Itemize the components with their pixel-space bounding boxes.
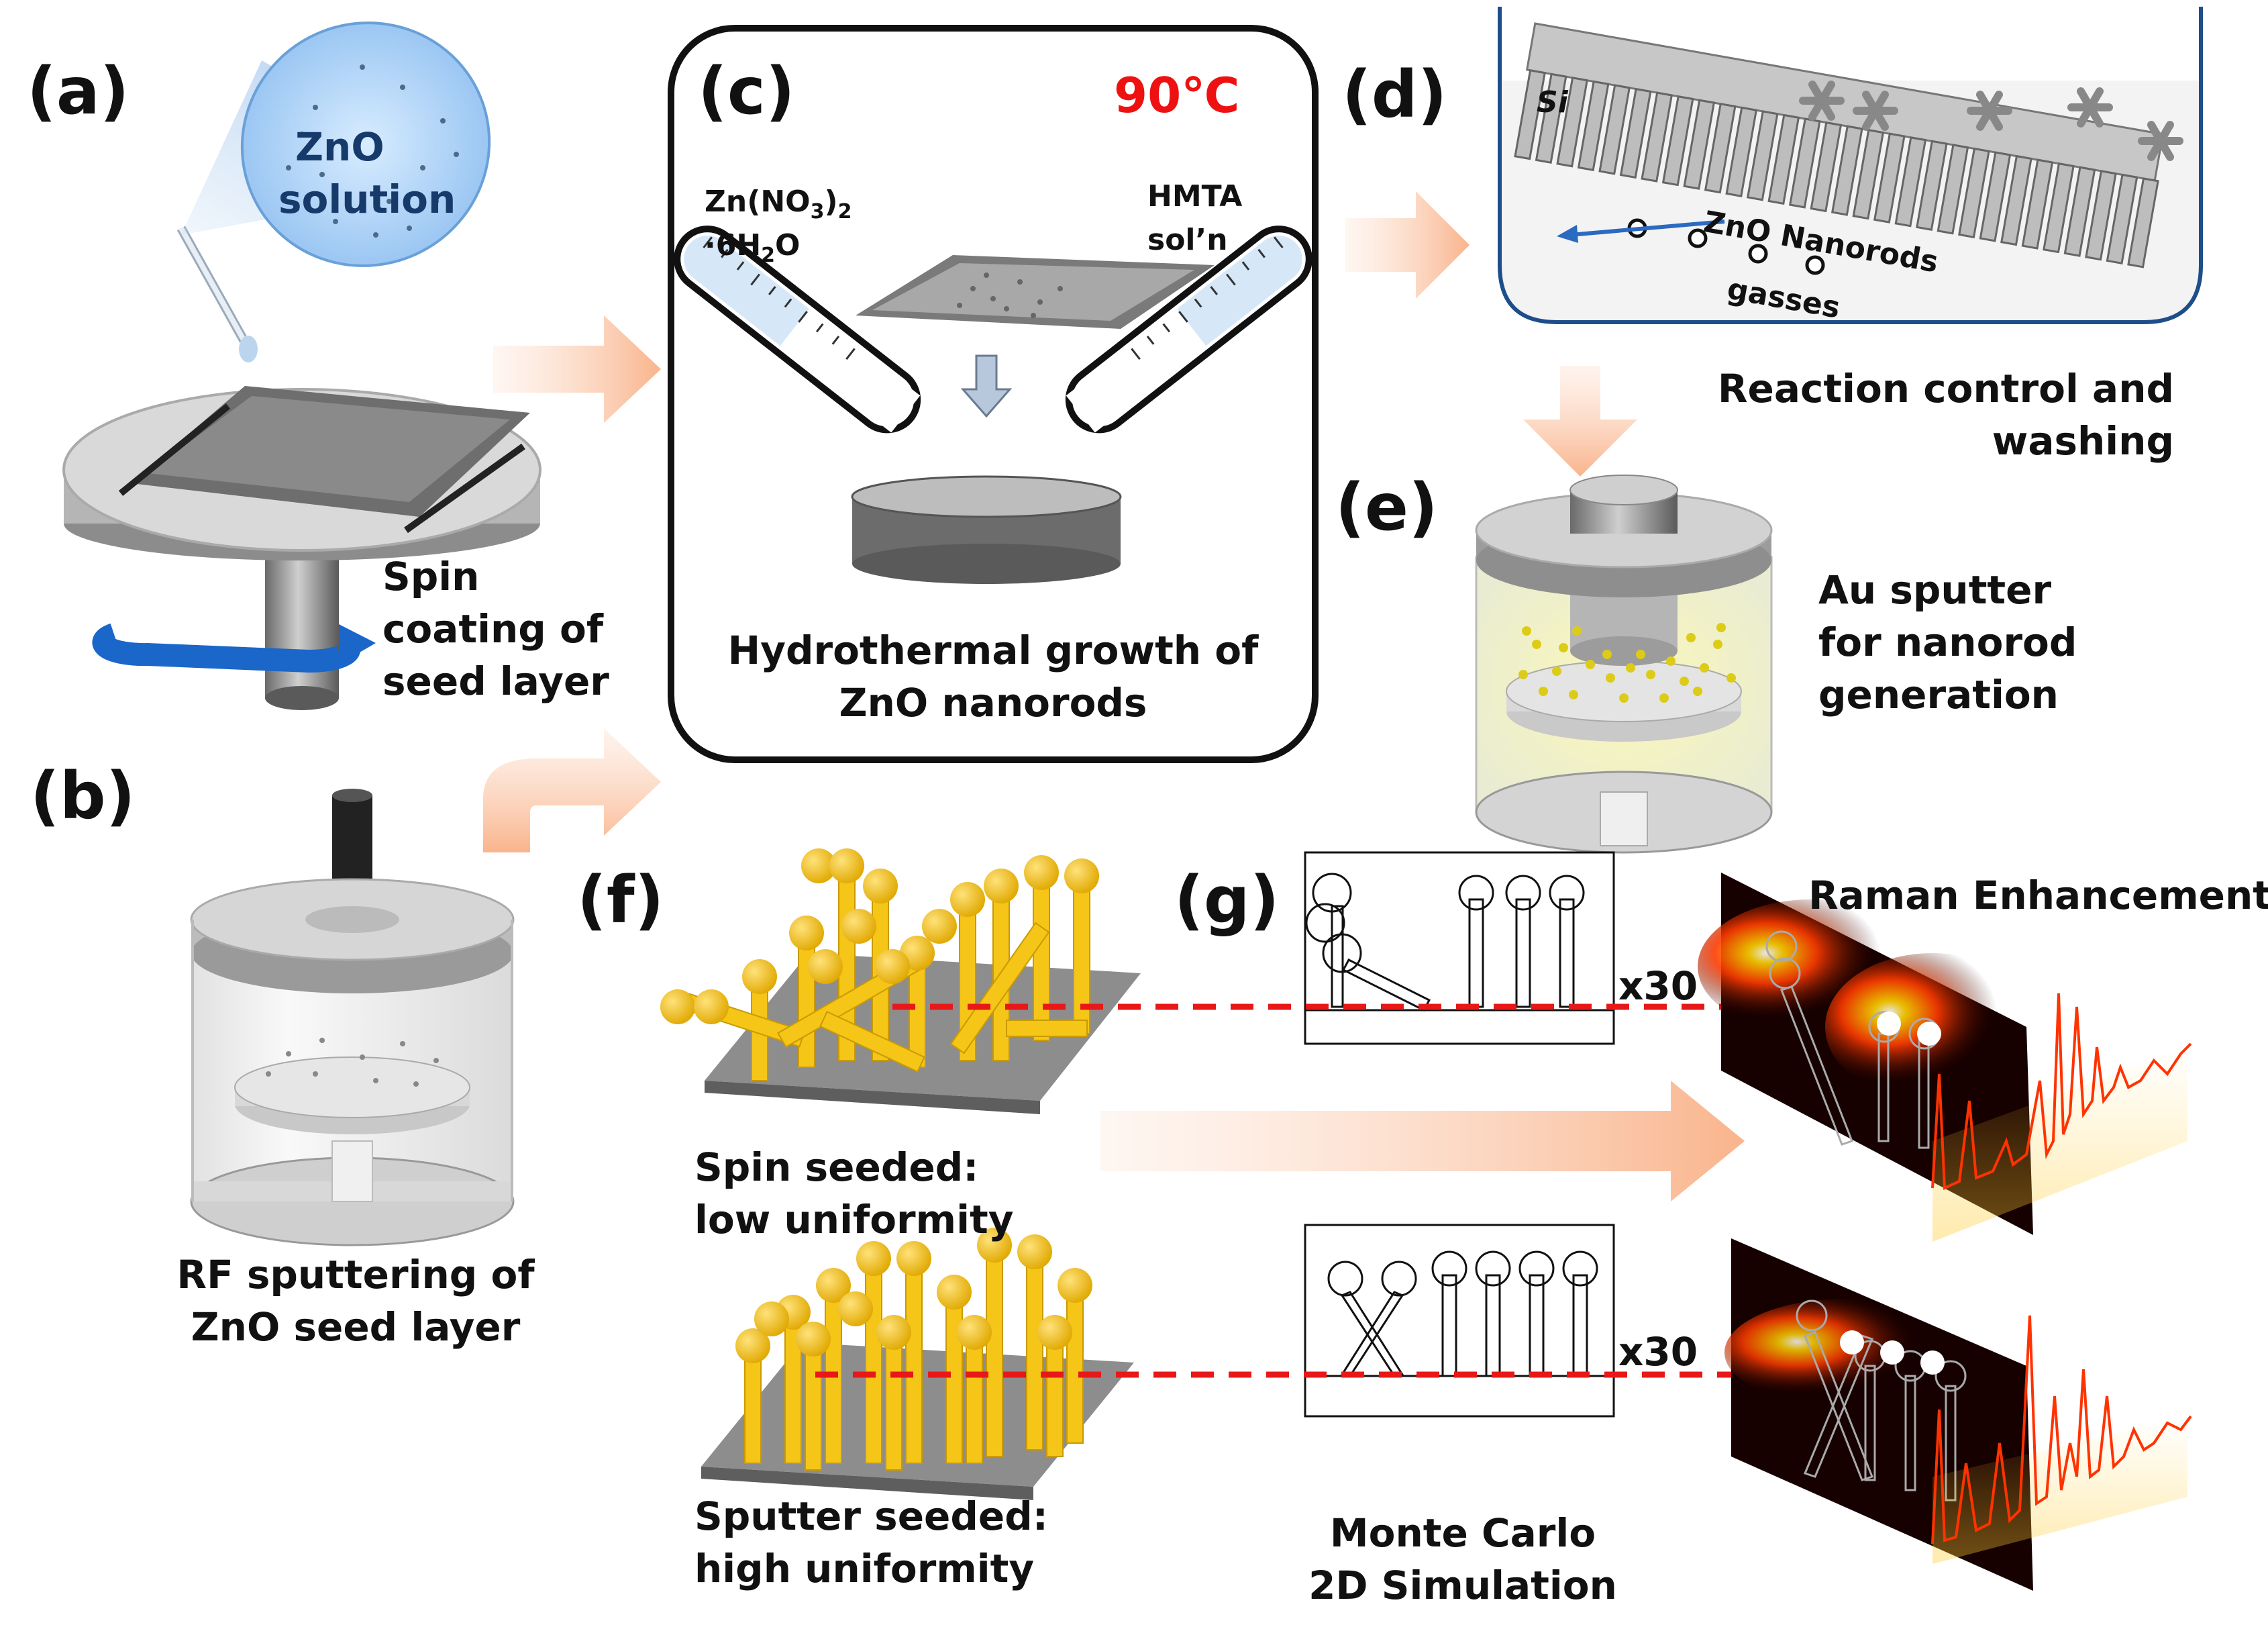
sputter-seeded-line2: high uniformity (694, 1546, 1035, 1591)
a-caption-line2: coating of (382, 606, 604, 652)
gold-caps (660, 848, 1099, 1024)
raman-spectrum-top (1931, 993, 2192, 1242)
hydrothermal-box (668, 25, 1319, 763)
arrow-d-to-e (1523, 366, 1637, 477)
gold-particles (1518, 623, 1736, 703)
hexahydrate-label: ·6H2O (705, 228, 801, 267)
spin-seeded-line2: low uniformity (694, 1197, 1014, 1242)
monte-carlo-bottom (1304, 1224, 1615, 1418)
nanorods-sputter-seeded (701, 1228, 1134, 1500)
d-caption-line2: washing (1992, 418, 2174, 464)
right-test-tube (1065, 226, 1312, 434)
e-caption-line2: for nanorod (1818, 620, 2077, 665)
sputter-particles (266, 1038, 439, 1087)
panel-label-c: (c) (698, 54, 795, 129)
au-sputter-chamber (1475, 475, 1773, 854)
panel-label-e: (e) (1335, 470, 1438, 545)
b-caption-line1: RF sputtering of (176, 1252, 535, 1297)
b-caption-line2: ZnO seed layer (191, 1304, 521, 1350)
arrow-a-to-c (493, 315, 661, 423)
panel-label-d: (d) (1342, 57, 1447, 132)
spin-coater (62, 21, 542, 710)
si-wafer-with-nanorods (1514, 22, 2165, 268)
panel-label-a: (a) (27, 54, 130, 129)
reaction-vessel (1498, 7, 2203, 324)
raman-title: Raman Enhancement (1808, 873, 2268, 918)
arrow-f-to-raman (1100, 1081, 1745, 1201)
asterisk-icons (1799, 81, 2183, 161)
rf-sputter-chamber (190, 789, 515, 1246)
multiplier-top: x30 (1618, 963, 1698, 1009)
gas-bubbles (1627, 218, 1825, 275)
c-caption-line2: ZnO nanorods (839, 680, 1147, 726)
e-caption-line1: Au sputter (1818, 567, 2052, 613)
si-label: Si (1537, 85, 1568, 119)
left-test-tube (674, 226, 921, 434)
gas-direction-arrow (1569, 219, 1725, 237)
nanorod-array (1514, 69, 2159, 268)
zno-solution-bubble (240, 21, 491, 267)
mc-caption-line1: Monte Carlo (1329, 1510, 1596, 1556)
raman-spectrum-bottom (1931, 1315, 2192, 1564)
arrow-b-to-c (483, 728, 661, 852)
zinc-nitrate-label: Zn(NO3)2 (705, 185, 852, 224)
e-caption-line3: generation (1818, 672, 2059, 718)
arrow-c-to-d (1345, 191, 1470, 299)
down-arrow-icon (960, 354, 1013, 418)
zno-bubble-line1: ZnO (295, 124, 384, 170)
panel-label-f: (f) (577, 863, 664, 938)
multiplier-bottom: x30 (1618, 1329, 1698, 1375)
mc-caption-line2: 2D Simulation (1308, 1563, 1617, 1608)
panel-label-g: (g) (1174, 863, 1280, 938)
hmta-label-line1: HMTA (1147, 179, 1243, 213)
bubble-particles (286, 64, 459, 238)
d-caption-line1: Reaction control and (1717, 366, 2174, 411)
hmta-label-line2: sol’n (1147, 223, 1228, 257)
spin-seeded-line1: Spin seeded: (694, 1144, 979, 1190)
temperature-label: 90℃ (1114, 67, 1240, 124)
sputter-seeded-line1: Sputter seeded: (694, 1493, 1048, 1539)
zno-bubble-line2: solution (278, 177, 456, 222)
c-caption-line1: Hydrothermal growth of (727, 628, 1259, 673)
reference-dashed-lines (815, 1003, 1731, 1378)
monte-carlo-top (1304, 851, 1615, 1045)
sputter-stage (234, 1056, 470, 1118)
nanorods-spin-seeded (660, 848, 1141, 1114)
droplet (239, 336, 258, 362)
flow-arrows (483, 191, 1745, 1201)
a-caption-line1: Spin (382, 554, 480, 599)
a-caption-line3: seed layer (382, 658, 609, 704)
panel-label-b: (b) (30, 758, 136, 834)
